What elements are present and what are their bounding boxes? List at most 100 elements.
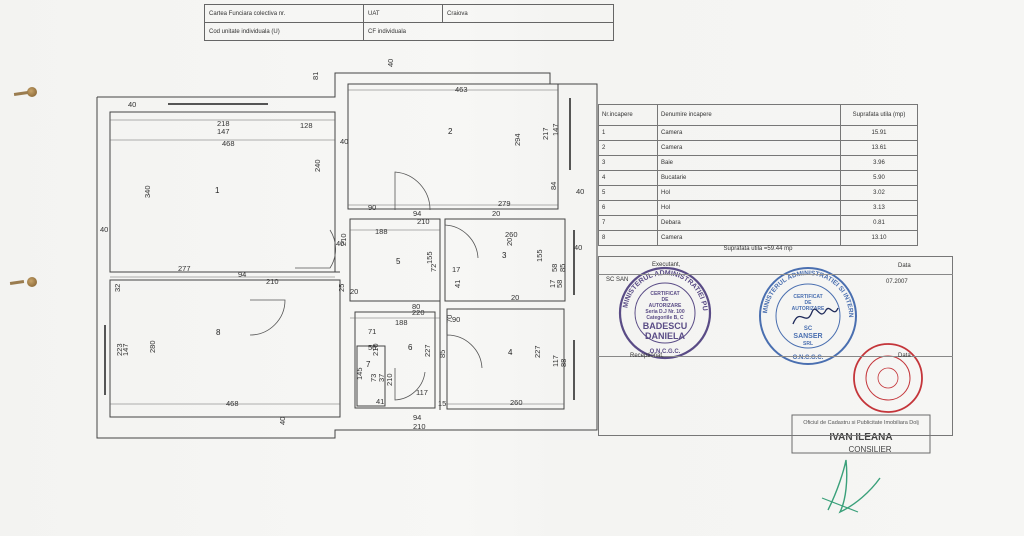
- dimension-label: 20: [505, 238, 514, 246]
- outer-wall: [96, 72, 598, 439]
- dimension-label: 41: [453, 280, 462, 288]
- room-label-8: 8: [216, 328, 221, 337]
- dimension-label: 17: [548, 280, 557, 288]
- stamp1-name2: DANIELA: [645, 331, 685, 341]
- dimension-label: 210: [413, 422, 426, 431]
- stamp2-line4: SC: [804, 326, 813, 332]
- signature-mark: [792, 307, 839, 325]
- dimension-label: 37: [377, 374, 386, 382]
- stamp1-line3: AUTORIZARE: [649, 303, 682, 309]
- area-row-area: 0.81: [840, 215, 918, 231]
- office-stamp-line3: CONSILIER: [848, 445, 891, 454]
- dimension-label: 468: [222, 139, 235, 148]
- room-7-outline: [356, 345, 386, 407]
- area-row-nr: 5: [598, 185, 658, 201]
- dimension-label: 210: [266, 277, 279, 286]
- header-label-cf-individual: CF individuala: [363, 22, 614, 41]
- area-row-name: Bucatarie: [657, 170, 841, 186]
- dimension-label: 240: [313, 159, 322, 172]
- company-label: SC SAN: [606, 277, 629, 283]
- data-label: Data: [898, 263, 911, 269]
- stamp2-bottom: O.N.C.G.C.: [793, 355, 824, 361]
- area-row-name: Debara: [657, 215, 841, 231]
- header-label-unit: Cod unitate individuala (U): [204, 22, 364, 41]
- dimension-label: 188: [375, 227, 388, 236]
- dimension-label: 88: [559, 359, 568, 367]
- stamp2-line1: CERTIFICAT: [793, 294, 822, 300]
- dimension-label: 463: [455, 85, 468, 94]
- dimension-label: 220: [412, 308, 425, 317]
- area-row-area: 3.02: [840, 185, 918, 201]
- total-area: Suprafata utila =59.44 mp: [723, 246, 793, 252]
- stamp1-bottom: O.N.C.G.C.: [650, 349, 681, 355]
- room-label-2: 2: [448, 127, 453, 136]
- dimension-label: 260: [505, 230, 518, 239]
- room-label-4: 4: [508, 348, 513, 357]
- stamp2-line2: DE: [805, 300, 813, 306]
- dimension-label: 94: [413, 209, 421, 218]
- col-area: Suprafata utila (mp): [840, 104, 918, 126]
- dimension-label: 40: [128, 100, 136, 109]
- dimension-label: 210: [385, 373, 394, 386]
- room-label-1: 1: [215, 186, 220, 195]
- dimension-label: 90: [452, 315, 460, 324]
- dimension-label: 56: [368, 343, 376, 352]
- dimension-label: 155: [535, 249, 544, 262]
- area-row-nr: 1: [598, 125, 658, 141]
- dimension-label: 40: [386, 59, 395, 67]
- dimension-label: 32: [113, 284, 122, 292]
- col-name: Denumire incapere: [657, 104, 841, 126]
- dimension-label: 227: [423, 344, 432, 357]
- dimension-label: 41: [376, 397, 384, 406]
- dimension-label: 40: [100, 225, 108, 234]
- dimension-label: 20: [492, 209, 500, 218]
- stamp2-line3: AUTORIZARE: [792, 306, 825, 312]
- signature-block: [598, 256, 953, 436]
- dimension-label: 223: [115, 343, 124, 356]
- dimension-label: 294: [513, 133, 522, 146]
- dimension-label: 70: [445, 315, 454, 323]
- dimension-label: 188: [395, 318, 408, 327]
- dimension-label: 58: [555, 280, 564, 288]
- dimension-label: 218: [217, 119, 230, 128]
- dimension-label: 94: [413, 413, 421, 422]
- dimension-label: 20: [350, 287, 358, 296]
- room-2-outline: [347, 83, 559, 210]
- dimension-label: 72: [429, 264, 438, 272]
- dimension-label: 40: [336, 239, 344, 248]
- stamp1-line2: DE: [662, 297, 670, 303]
- data-label-2: Data: [898, 353, 911, 359]
- area-row-nr: 3: [598, 155, 658, 171]
- dimension-label: 128: [300, 121, 313, 130]
- dimension-label: 40: [278, 417, 287, 425]
- dimension-label: 117: [551, 355, 560, 367]
- area-row-area: 13.10: [840, 230, 918, 246]
- dimension-label: 90: [368, 203, 376, 212]
- dimension-label: 155: [425, 251, 434, 264]
- area-row-area: 13.61: [840, 140, 918, 156]
- header-table: Cartea Funciara colectiva nr. UAT Craiov…: [204, 4, 614, 41]
- area-row-name: Baie: [657, 155, 841, 171]
- area-row-area: 5.90: [840, 170, 918, 186]
- room-4-outline: [446, 308, 565, 410]
- area-row-nr: 6: [598, 200, 658, 216]
- room-8-outline: [109, 279, 341, 418]
- dimension-label: 210: [417, 217, 430, 226]
- area-row-nr: 8: [598, 230, 658, 246]
- area-row-area: 3.13: [840, 200, 918, 216]
- dimension-label: 280: [148, 340, 157, 353]
- office-stamp-line1: Oficiul de Cadastru si Publicitate Imobi…: [803, 420, 919, 426]
- area-row-nr: 4: [598, 170, 658, 186]
- dimension-label: 81: [311, 72, 320, 80]
- dimension-label: 260: [510, 398, 523, 407]
- dimension-label: 15: [438, 399, 446, 408]
- dimension-label: 147: [121, 343, 130, 356]
